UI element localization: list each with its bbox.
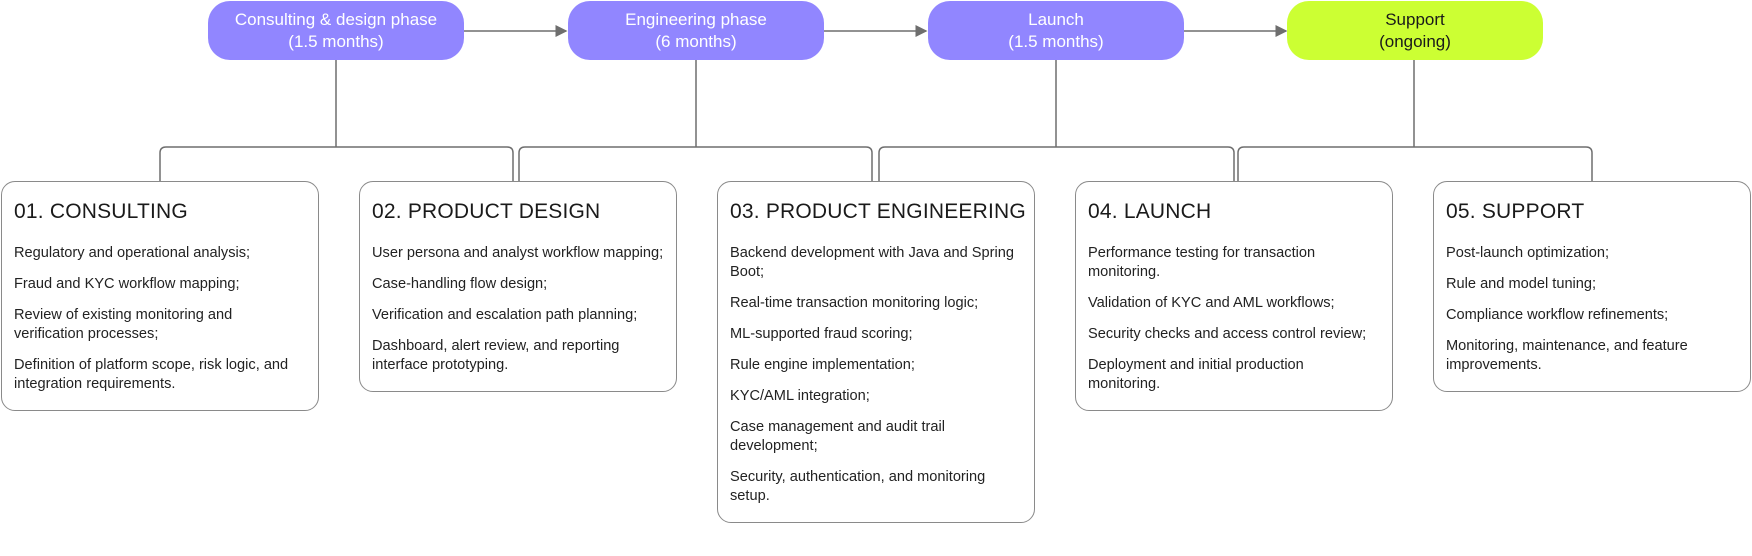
stage-item-list: Regulatory and operational analysis; Fra… xyxy=(14,244,306,394)
stage-card-product-design: 02. PRODUCT DESIGN User persona and anal… xyxy=(359,181,677,392)
stage-item: Fraud and KYC workflow mapping; xyxy=(14,276,240,292)
stage-item: Rule and model tuning; xyxy=(1446,276,1597,292)
stage-item: Dashboard, alert review, and reporting i… xyxy=(372,338,620,373)
stage-item-list: Backend development with Java and Spring… xyxy=(730,244,1022,506)
stage-item: Regulatory and operational analysis; xyxy=(14,245,251,261)
phase-duration: (6 months) xyxy=(655,31,737,51)
stage-item-list: User persona and analyst workflow mappin… xyxy=(372,244,664,375)
stage-item: Post-launch optimization; xyxy=(1446,245,1610,261)
stage-item: Real-time transaction monitoring logic; xyxy=(730,295,979,311)
bracket-phase-1 xyxy=(159,60,514,181)
stage-title: 02. PRODUCT DESIGN xyxy=(372,200,601,223)
stage-card-product-engineering: 03. PRODUCT ENGINEERING Backend developm… xyxy=(717,181,1035,523)
stage-item: Monitoring, maintenance, and feature imp… xyxy=(1446,338,1688,373)
stage-item: Verification and escalation path plannin… xyxy=(372,307,638,323)
phase-duration: (ongoing) xyxy=(1379,31,1451,51)
stage-item: ML-supported fraud scoring; xyxy=(730,326,913,342)
phase-name: Consulting & design phase xyxy=(234,9,438,29)
stage-item: Deployment and initial production monito… xyxy=(1088,357,1304,392)
phase-pill-launch: Launch (1.5 months) xyxy=(928,1,1184,60)
stage-card-launch: 04. LAUNCH Performance testing for trans… xyxy=(1075,181,1393,411)
stage-item: Performance testing for transaction moni… xyxy=(1088,245,1316,280)
stage-title: 01. CONSULTING xyxy=(14,200,188,223)
bracket-phase-3 xyxy=(878,60,1235,181)
stage-item: Security, authentication, and monitoring… xyxy=(730,469,986,504)
phase-duration: (1.5 months) xyxy=(288,31,384,51)
stage-item: Review of existing monitoring and verifi… xyxy=(14,307,233,342)
stage-item: Compliance workflow refinements; xyxy=(1446,307,1669,323)
stage-item: Case-handling flow design; xyxy=(372,276,548,292)
stage-item: Case management and audit trail developm… xyxy=(730,419,945,454)
stage-item: KYC/AML integration; xyxy=(730,388,870,404)
phase-name: Engineering phase xyxy=(625,9,767,29)
stage-item: Rule engine implementation; xyxy=(730,357,915,373)
phase-pill-consulting-design: Consulting & design phase (1.5 months) xyxy=(208,1,464,60)
phase-pill-support: Support (ongoing) xyxy=(1287,1,1543,60)
stage-title: 03. PRODUCT ENGINEERING xyxy=(730,200,1026,223)
phase-name: Launch xyxy=(1028,9,1084,29)
stage-item: Definition of platform scope, risk logic… xyxy=(14,357,289,392)
stage-item: User persona and analyst workflow mappin… xyxy=(372,245,664,261)
stage-item: Backend development with Java and Spring… xyxy=(730,245,1014,280)
stage-card-support: 05. SUPPORT Post-launch optimization; Ru… xyxy=(1433,181,1751,392)
stage-item-list: Performance testing for transaction moni… xyxy=(1088,244,1380,394)
stage-item-list: Post-launch optimization; Rule and model… xyxy=(1446,244,1738,375)
stage-card-consulting: 01. CONSULTING Regulatory and operationa… xyxy=(1,181,319,411)
bracket-phase-4 xyxy=(1237,60,1593,181)
bracket-phase-2 xyxy=(518,60,873,181)
stage-title: 04. LAUNCH xyxy=(1088,200,1212,223)
phase-duration: (1.5 months) xyxy=(1008,31,1104,51)
phase-name: Support xyxy=(1385,9,1445,29)
stage-item: Security checks and access control revie… xyxy=(1088,326,1367,342)
stage-item: Validation of KYC and AML workflows; xyxy=(1088,295,1335,311)
stage-title: 05. SUPPORT xyxy=(1446,200,1585,223)
phase-pill-engineering: Engineering phase (6 months) xyxy=(568,1,824,60)
